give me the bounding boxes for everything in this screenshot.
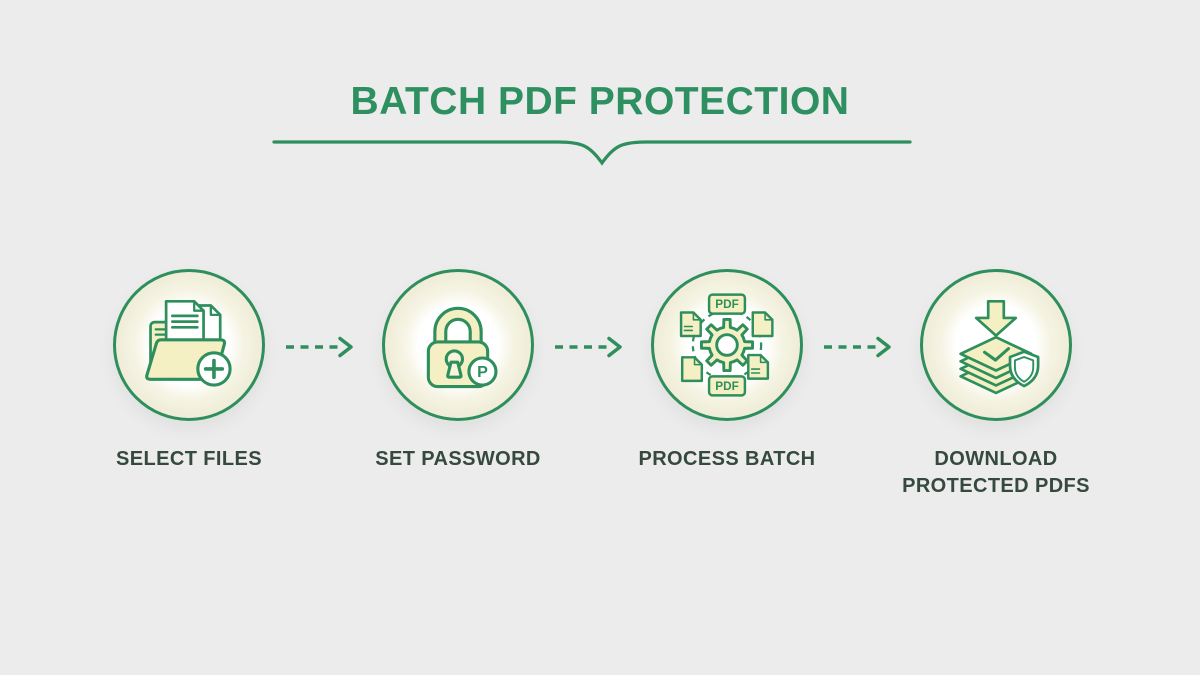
pdf-file-icon (747, 353, 770, 380)
page-title: BATCH PDF PROTECTION (350, 80, 850, 123)
pdf-tag-bottom: PDF (715, 380, 739, 393)
step-label-process-batch: PROCESS BATCH (638, 448, 816, 470)
dashed-arrow-icon (824, 336, 891, 358)
pdf-tag-top: PDF (715, 298, 739, 311)
select-files-circle (113, 269, 265, 421)
title-underline-brace (272, 140, 912, 166)
padlock-icon: P (426, 306, 498, 389)
batch-gear-icon: PDF PDF (679, 293, 774, 397)
pdf-file-icon (751, 311, 774, 338)
set-password-circle: P (382, 269, 534, 421)
download-circle (920, 269, 1072, 421)
step-label-select-files: SELECT FILES (116, 448, 262, 470)
step-download-protected-pdfs: DOWNLOAD PROTECTED PDFS (881, 269, 1111, 500)
dashed-arrow-icon (286, 336, 353, 358)
dashed-arrow-icon (555, 336, 622, 358)
pdf-file-icon (680, 356, 704, 383)
step-process-batch: PDF PDF PROCESS BATCH (612, 269, 842, 473)
process-batch-circle: PDF PDF (651, 269, 803, 421)
step-label-download-protected-pdfs: DOWNLOAD PROTECTED PDFS (902, 448, 1090, 497)
pdf-file-icon (679, 311, 702, 338)
step-label-set-password: SET PASSWORD (375, 448, 541, 470)
folder-add-icon (145, 299, 232, 387)
step-set-password: P SET PASSWORD (343, 269, 573, 473)
password-badge-letter: P (477, 363, 488, 381)
step-select-files: SELECT FILES (74, 269, 304, 473)
download-shield-icon (959, 299, 1040, 395)
